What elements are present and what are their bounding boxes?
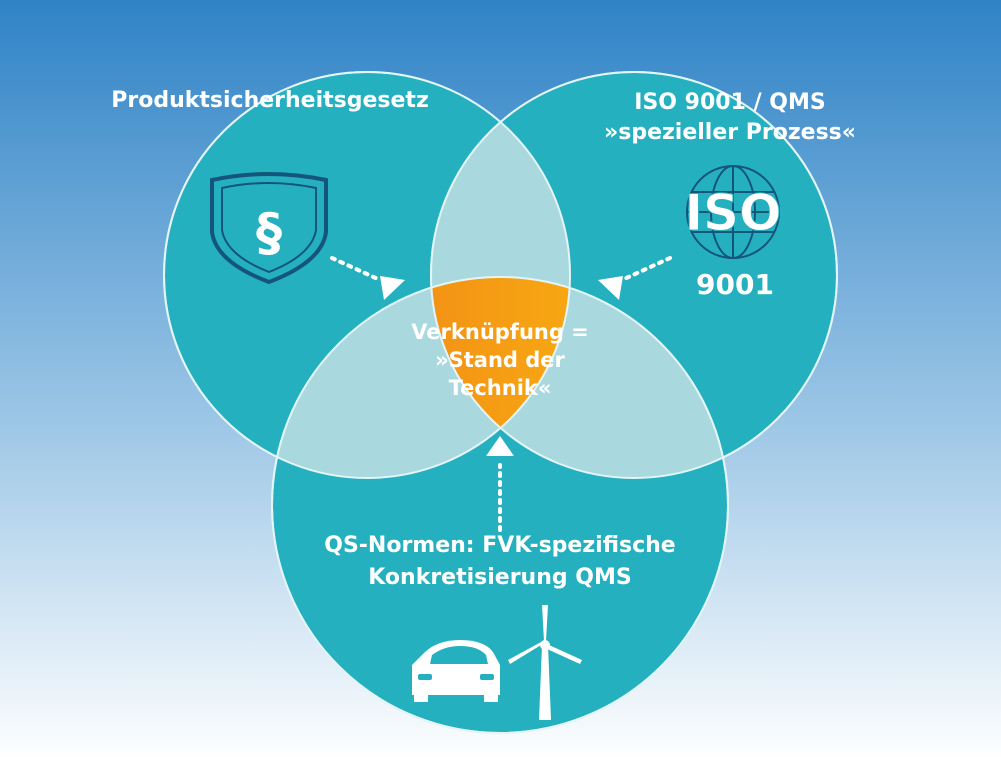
iso-number: 9001 — [696, 268, 774, 301]
label-center-line-2: »Stand der — [435, 348, 565, 372]
arrow-from-qs — [486, 436, 514, 532]
wind-turbine-icon — [508, 605, 582, 720]
label-center: Verknüpfung = »Stand der Technik« — [370, 318, 630, 402]
label-iso-qms: ISO 9001 / QMS »spezieller Prozess« — [560, 88, 900, 148]
label-qs-normen: QS-Normen: FVK-spezifische Konkretisieru… — [250, 530, 750, 594]
label-iso-line-2: »spezieller Prozess« — [604, 120, 856, 145]
svg-text:ISO: ISO — [684, 184, 781, 242]
car-icon — [412, 640, 500, 702]
label-produktsicherheitsgesetz: Produktsicherheitsgesetz — [111, 88, 429, 113]
iso-globe-icon: ISO — [684, 165, 782, 259]
label-iso-line-1: ISO 9001 / QMS — [634, 90, 826, 115]
circle-outlines — [163, 71, 838, 734]
shield-paragraph-icon: § — [210, 172, 328, 285]
arrow-from-shield — [330, 256, 405, 300]
label-qs-line-2: Konkretisierung QMS — [368, 565, 632, 590]
overlap-a-c — [272, 277, 570, 478]
label-center-line-1: Verknüpfung = — [411, 320, 589, 344]
arrow-from-iso — [598, 256, 672, 300]
svg-text:§: § — [256, 203, 282, 263]
overlap-b-c — [431, 277, 728, 478]
label-center-line-3: Technik« — [448, 376, 552, 400]
label-qs-line-1: QS-Normen: FVK-spezifische — [324, 533, 676, 558]
